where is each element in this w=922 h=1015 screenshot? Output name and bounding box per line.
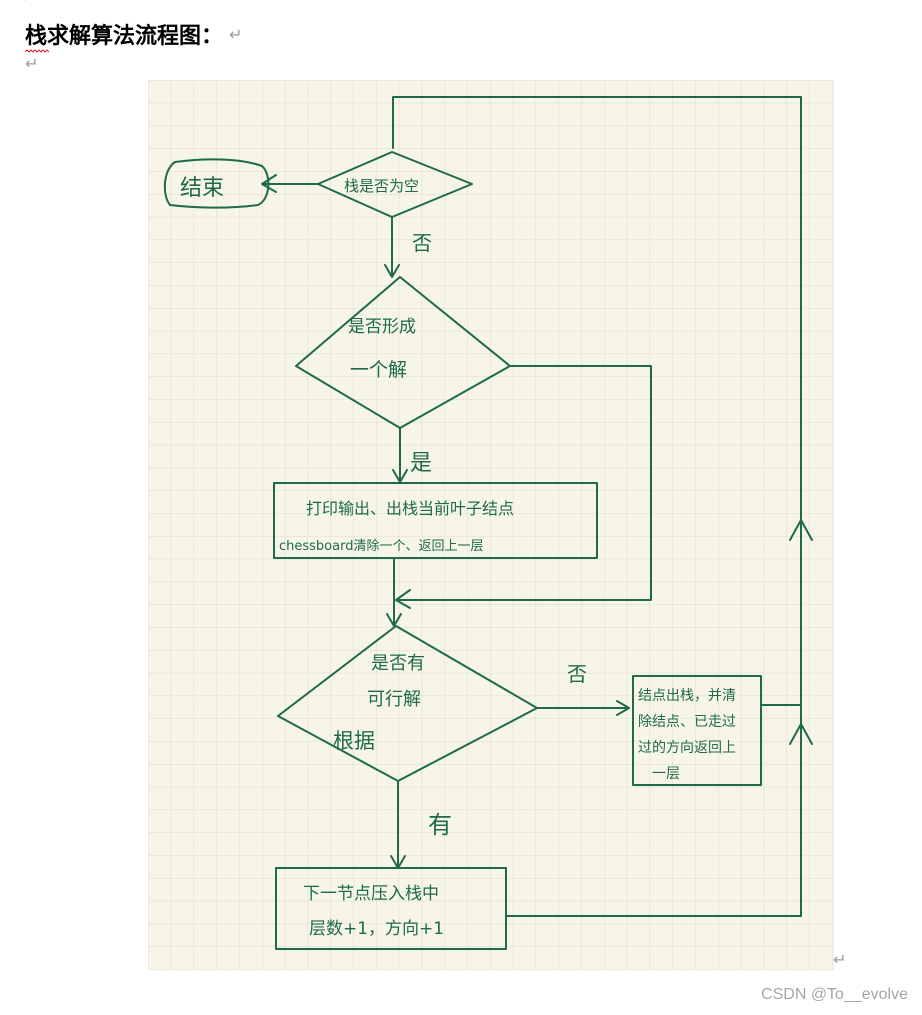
arrow-to-pop-box	[536, 700, 630, 716]
has-label: 有	[428, 811, 452, 839]
print-box	[273, 482, 598, 559]
no-label-1: 否	[412, 231, 432, 255]
end-node-label: 结束	[180, 176, 224, 201]
print-box-line2: chessboard清除一个、返回上一层	[279, 539, 483, 554]
arrow-to-solution-decision	[384, 216, 400, 278]
pop-box-line2: 除结点、已走过	[638, 714, 736, 730]
yes-label: 是	[410, 451, 432, 476]
csdn-watermark: CSDN @To__evolve	[761, 986, 908, 1003]
paragraph-mark-empty-line: ↵	[25, 54, 39, 73]
paragraph-mark-top: ↵	[22, 0, 34, 6]
heading-text: 栈求解算法流程图：	[25, 23, 224, 49]
document-heading-line: 栈求解算法流程图： ↵	[25, 18, 243, 53]
feasible-label-line2: 可行解	[367, 689, 421, 710]
pop-box-line1: 结点出栈，并清	[638, 688, 736, 704]
end-node-shape	[163, 158, 270, 209]
arrow-to-end	[261, 174, 319, 193]
no-label-2: 否	[567, 662, 587, 686]
solution-label-line2: 一个解	[350, 359, 407, 381]
print-box-line1: 打印输出、出栈当前叶子结点	[306, 499, 514, 518]
feasible-label-line1: 是否有	[371, 653, 425, 674]
solution-label-line1: 是否形成	[348, 317, 416, 337]
paragraph-mark-heading: ↵	[229, 24, 243, 44]
spellcheck-squiggle	[25, 49, 49, 53]
pop-box	[632, 675, 762, 786]
stack-empty-diamond	[317, 151, 473, 218]
pop-box-line3: 过的方向返回上	[638, 740, 736, 756]
grid-lines	[148, 80, 834, 970]
push-box-line1: 下一节点压入栈中	[303, 884, 439, 904]
feasible-note: 根据	[333, 729, 375, 753]
solution-no-branch-line	[395, 365, 652, 609]
stack-empty-label: 栈是否为空	[344, 177, 419, 195]
loop-back-line	[392, 96, 802, 917]
paragraph-mark-end: ↵	[833, 950, 847, 969]
up-arrow-lower	[789, 723, 813, 745]
up-arrow-upper	[789, 519, 813, 541]
arrow-to-feasible-decision	[386, 557, 402, 627]
push-box	[275, 867, 507, 950]
push-box-line2: 层数+1，方向+1	[309, 919, 444, 939]
pop-box-line4: 一层	[652, 766, 680, 782]
